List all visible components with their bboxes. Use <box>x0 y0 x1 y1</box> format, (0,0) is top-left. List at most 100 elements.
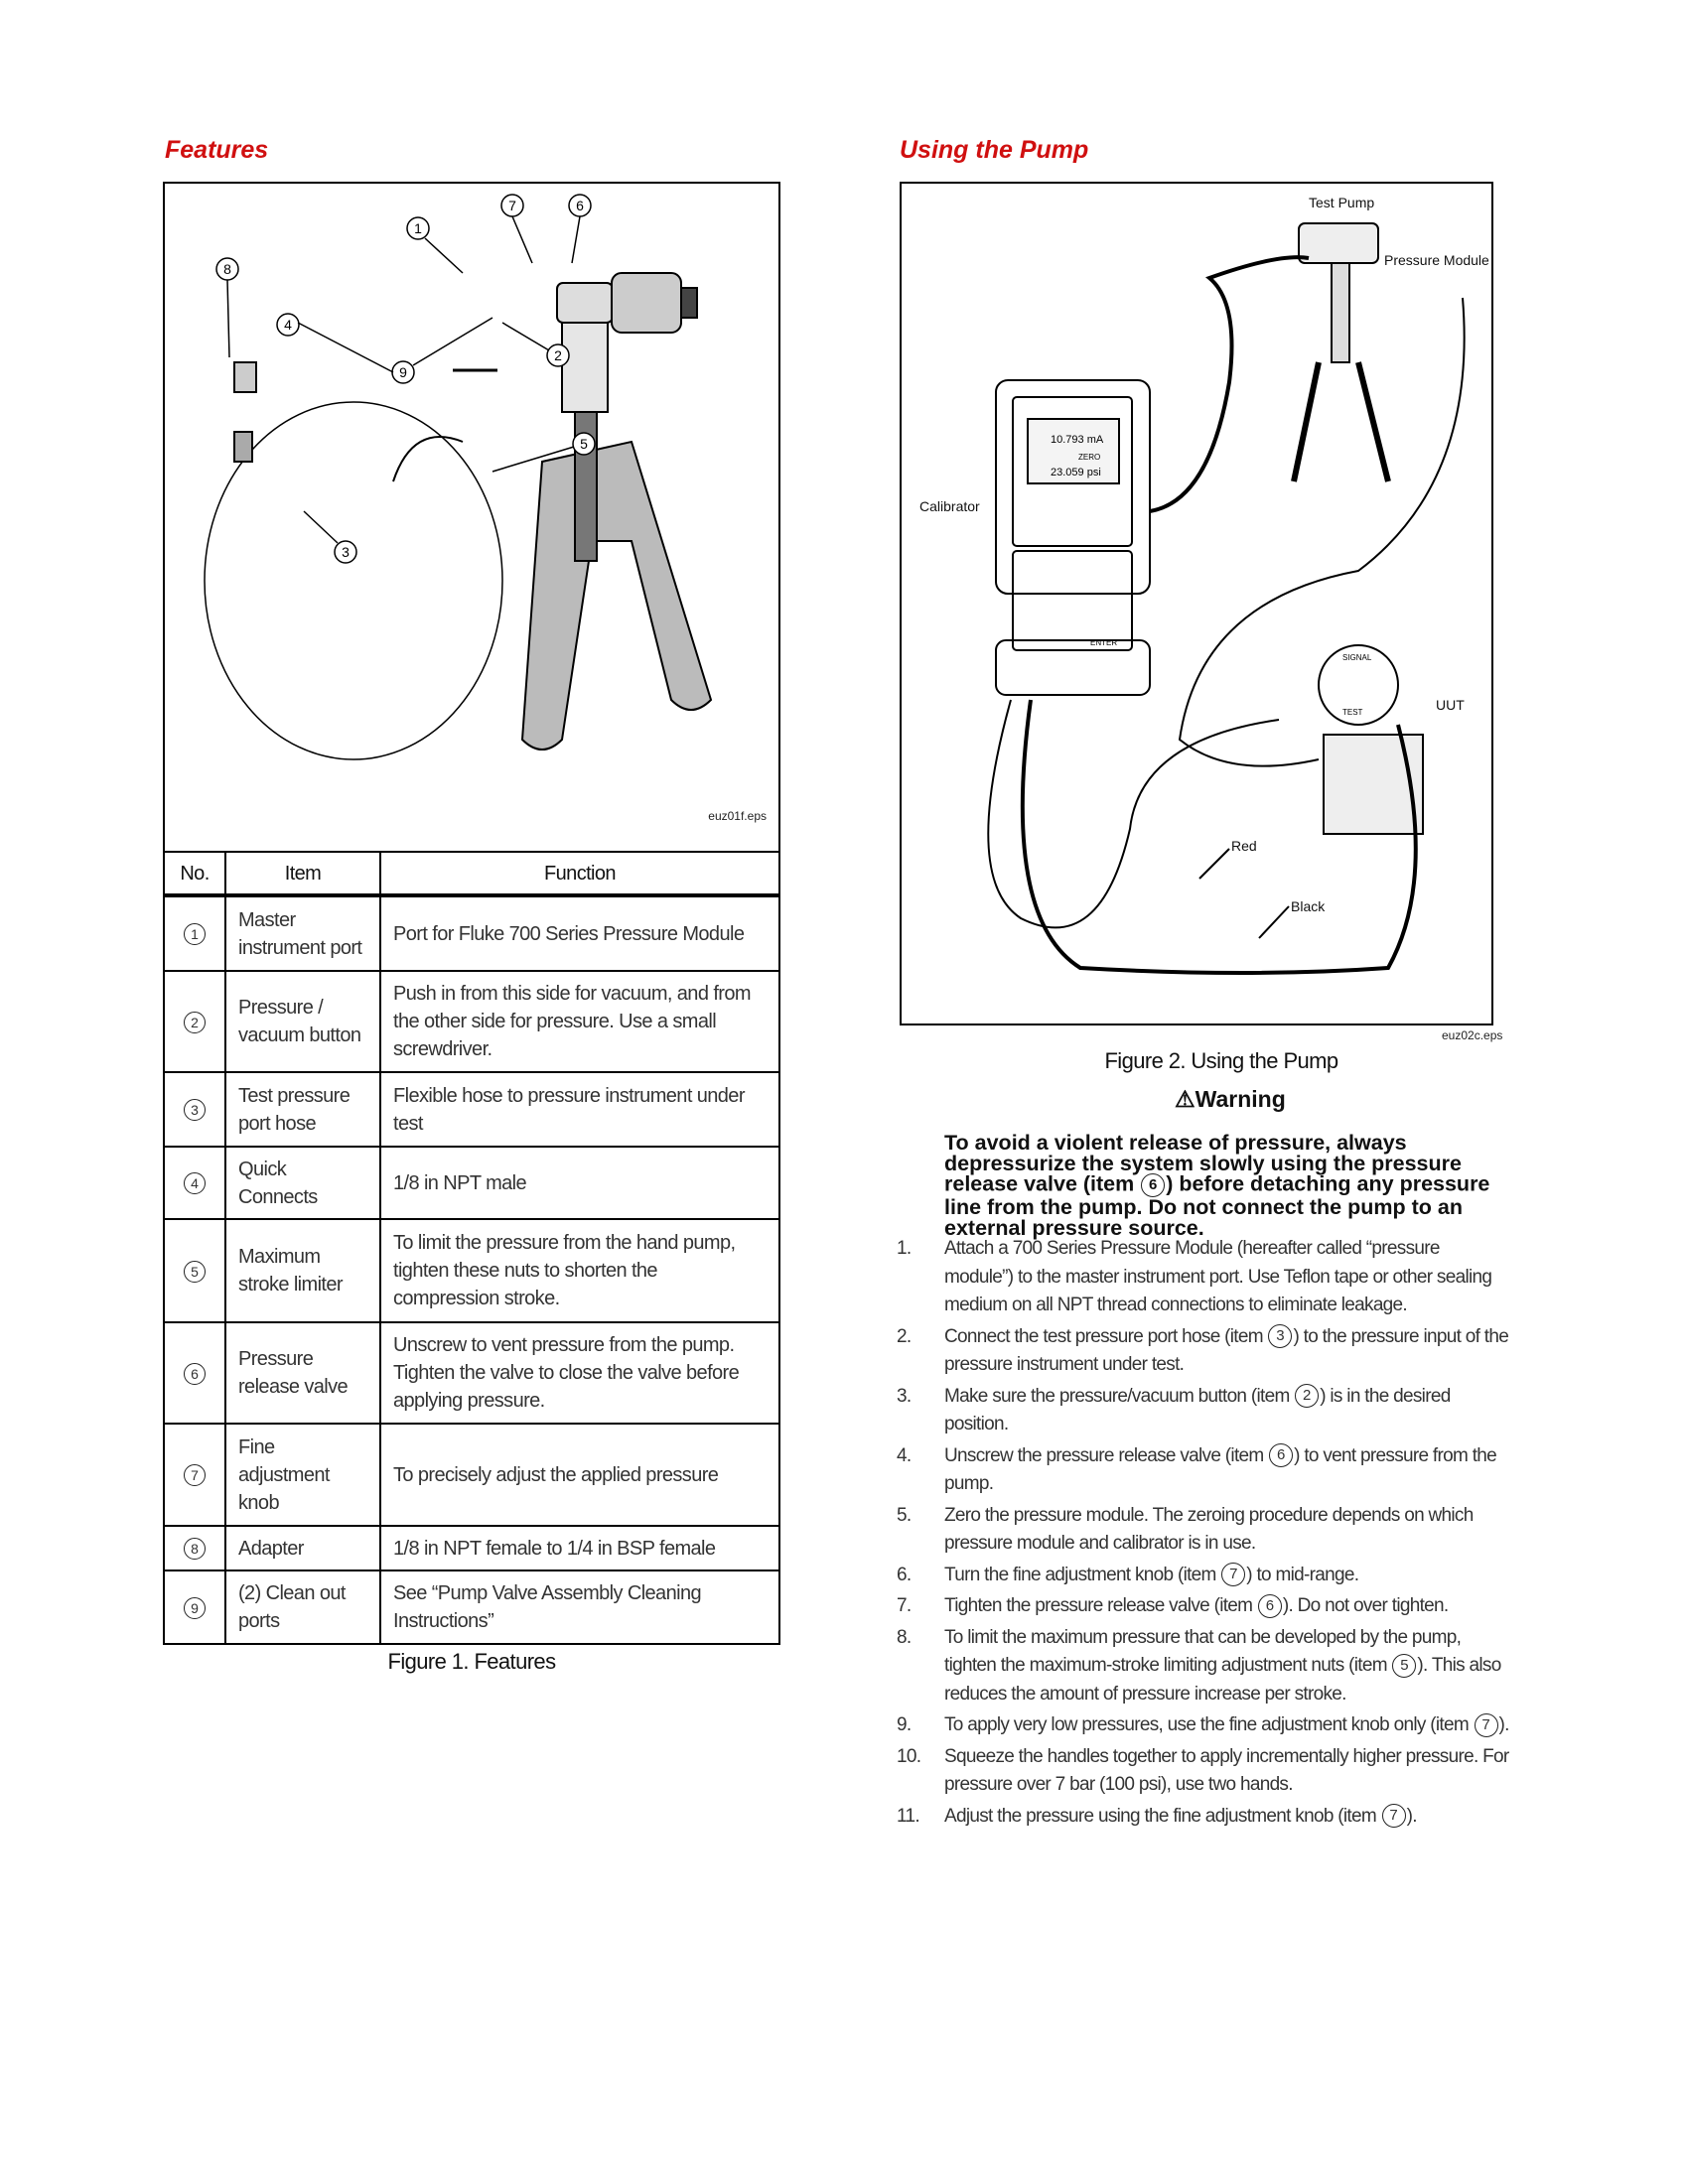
step-number: 11. <box>897 1805 920 1827</box>
step-text-part: Tighten the pressure release valve (item <box>944 1595 1257 1616</box>
label-uut: UUT <box>1436 697 1465 713</box>
step-number: 4. <box>897 1444 912 1466</box>
item-number: 8 <box>163 1525 226 1571</box>
step-text: To limit the maximum pressure that can b… <box>944 1624 1512 1709</box>
item-ref: 7 <box>1381 1804 1406 1829</box>
figure-1-file-label: euz01f.eps <box>708 809 767 823</box>
step-text-part: Squeeze the handles together to apply in… <box>944 1745 1509 1796</box>
step-text: Make sure the pressure/vacuum button (it… <box>944 1383 1512 1439</box>
item-ref: 6 <box>1141 1173 1166 1197</box>
item-number-circle: 5 <box>184 1260 206 1283</box>
step-text-part: Turn the fine adjustment knob (item <box>944 1564 1221 1585</box>
step-item: 10. Squeeze the handles together to apply… <box>897 1743 1512 1800</box>
label-signal: SIGNAL <box>1342 653 1372 662</box>
item-function: See “Pump Valve Assembly Cleaning Instru… <box>379 1570 780 1645</box>
step-item: 2.Connect the test pressure port hose (i… <box>897 1323 1512 1380</box>
warning-title-text: Warning <box>1195 1086 1286 1112</box>
step-item: 1. Attach a 700 Series Pressure Module (h… <box>897 1235 1512 1320</box>
item-number: 2 <box>163 970 226 1073</box>
item-ref: 6 <box>1257 1593 1282 1618</box>
item-ref: 7 <box>1474 1712 1498 1737</box>
step-text-part: ) is in the desired position. <box>944 1385 1451 1435</box>
step-text-part: ) to mid-range. <box>1246 1564 1359 1585</box>
step-text-part: ) to vent pressure from the pump. <box>944 1444 1497 1495</box>
step-text-part: ). Do not over tighten. <box>1282 1595 1449 1616</box>
item-number-circle: 1 <box>184 923 206 946</box>
step-text: Squeeze the handles together to apply in… <box>944 1743 1512 1800</box>
step-text: To apply very low pressures, use the fin… <box>944 1711 1509 1740</box>
display-current: 10.793 mA <box>1051 434 1104 446</box>
step-item: 7. Tighten the pressure release valve (it… <box>897 1592 1512 1621</box>
step-number: 9. <box>897 1714 912 1735</box>
label-test-pump: Test Pump <box>1309 195 1374 210</box>
header-function: Function <box>379 851 780 896</box>
figure-2-file-label: euz02c.eps <box>1442 1028 1503 1042</box>
step-text: Adjust the pressure using the fine adjus… <box>944 1803 1418 1832</box>
item-number-circle: 3 <box>184 1099 206 1122</box>
callouts <box>215 194 596 564</box>
item-number-circle: 2 <box>184 1011 206 1033</box>
item-number-circle: 8 <box>184 1538 206 1561</box>
callout-3: 3 <box>342 544 350 560</box>
item-number-circle: 4 <box>184 1172 206 1195</box>
item-name: Pressure / vacuum button <box>224 970 381 1073</box>
item-number: 5 <box>163 1218 226 1323</box>
step-number: 7. <box>897 1595 912 1616</box>
step-text-part: Connect the test pressure port hose (ite… <box>944 1325 1268 1347</box>
item-function: Port for Fluke 700 Series Pressure Modul… <box>379 893 780 972</box>
step-text: Connect the test pressure port hose (ite… <box>944 1323 1512 1380</box>
step-number: 8. <box>897 1626 912 1648</box>
pump-setup-illustration: Test Pump Pressure Module Calibrator UUT… <box>919 195 1489 975</box>
step-text-part: Attach a 700 Series Pressure Module (her… <box>944 1238 1492 1315</box>
figure-1-caption: Figure 1. Features <box>387 1649 557 1674</box>
step-text: Turn the fine adjustment knob (item 7) t… <box>944 1562 1359 1590</box>
label-red: Red <box>1231 838 1257 854</box>
step-number: 5. <box>897 1504 912 1526</box>
step-text-part: Unscrew the pressure release valve (item <box>944 1444 1269 1466</box>
callout-9: 9 <box>399 364 407 380</box>
step-text: Tighten the pressure release valve (item… <box>944 1592 1449 1621</box>
step-text-part: Adjust the pressure using the fine adjus… <box>944 1805 1381 1827</box>
figure-2-using-pump: Test Pump Pressure Module Calibrator UUT… <box>900 182 1493 1025</box>
item-function: Unscrew to vent pressure from the pump. … <box>379 1321 780 1425</box>
item-number: 4 <box>163 1146 226 1220</box>
item-number: 6 <box>163 1321 226 1425</box>
item-function: To limit the pressure from the hand pump… <box>379 1218 780 1323</box>
step-text-part: ) to the pressure input of the pressure … <box>944 1325 1509 1376</box>
warning-title: ⚠Warning <box>1175 1086 1286 1113</box>
item-ref: 2 <box>1295 1384 1320 1409</box>
step-number: 6. <box>897 1564 912 1585</box>
step-number: 10. <box>897 1745 921 1767</box>
item-name: Quick Connects <box>224 1146 381 1220</box>
step-item: 5. Zero the pressure module. The zeroing … <box>897 1502 1512 1559</box>
callout-4: 4 <box>284 317 292 333</box>
item-ref: 7 <box>1221 1563 1246 1587</box>
figure-2-caption: Figure 2. Using the Pump <box>1104 1048 1338 1073</box>
step-text: Unscrew the pressure release valve (item… <box>944 1442 1512 1499</box>
callout-7: 7 <box>508 198 516 213</box>
step-text-part: Zero the pressure module. The zeroing pr… <box>944 1504 1474 1555</box>
display-zero: ZERO <box>1078 453 1100 462</box>
item-function: Push in from this side for vacuum, and f… <box>379 970 780 1073</box>
step-item: 6. Turn the fine adjustment knob (item 7)… <box>897 1562 1512 1590</box>
callout-5: 5 <box>580 436 588 452</box>
item-name: Fine adjustment knob <box>224 1423 381 1527</box>
step-number: 1. <box>897 1238 912 1259</box>
pump-illustration: 1 2 3 4 5 6 7 8 9 <box>204 194 713 760</box>
step-text: Attach a 700 Series Pressure Module (her… <box>944 1235 1512 1320</box>
step-item: 3.Make sure the pressure/vacuum button (… <box>897 1383 1512 1439</box>
item-name: Test pressure port hose <box>224 1071 381 1148</box>
item-function: 1/8 in NPT female to 1/4 in BSP female <box>379 1525 780 1571</box>
item-number: 9 <box>163 1570 226 1645</box>
display-pressure: 23.059 psi <box>1051 467 1101 478</box>
item-ref: 3 <box>1268 1324 1293 1349</box>
procedure-steps: 1. Attach a 700 Series Pressure Module (h… <box>897 1235 1512 1834</box>
callout-2: 2 <box>554 347 562 363</box>
label-black: Black <box>1291 898 1326 914</box>
step-text-part: To apply very low pressures, use the fin… <box>944 1714 1474 1735</box>
